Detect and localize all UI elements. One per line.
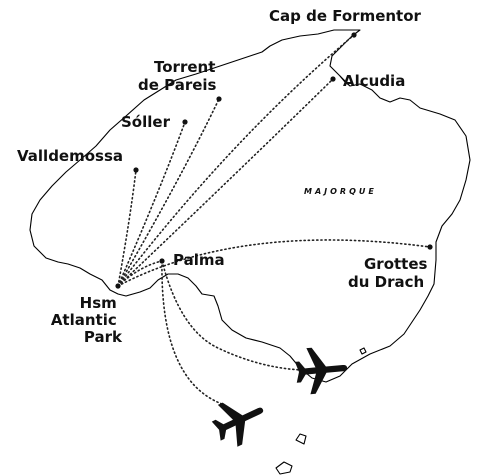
route-palma-to-plane-east	[161, 260, 303, 371]
alcudia-cape	[339, 75, 351, 87]
label-line: Hsm	[80, 294, 117, 312]
route-to-alcudia	[117, 78, 334, 287]
label-valldemossa: Valldemossa	[17, 147, 123, 165]
islet	[295, 433, 307, 445]
islet	[359, 347, 367, 355]
airplane-icon	[211, 402, 264, 447]
label-soller: Sóller	[121, 113, 171, 131]
route-to-palma	[117, 260, 163, 287]
marker-alcudia	[330, 76, 336, 82]
airplane-icon	[294, 347, 348, 395]
label-grottes-du-drach: Grottes du Drach	[348, 255, 433, 291]
islet	[275, 461, 293, 475]
label-line: Park	[84, 328, 123, 346]
route-to-cap-de-formentor	[117, 34, 355, 287]
route-palma-to-airport	[161, 260, 223, 405]
label-palma: Palma	[173, 251, 225, 269]
label-line: Alcudia	[343, 72, 405, 90]
label-line: Grottes	[364, 255, 428, 273]
label-torrent-de-pareis: Torrent de Pareis	[138, 58, 221, 94]
marker-soller	[182, 119, 188, 125]
label-line: de Pareis	[138, 76, 217, 94]
route-to-grottes-du-drach	[117, 239, 431, 287]
label-line: Cap de Formentor	[269, 7, 422, 25]
label-cap-de-formentor: Cap de Formentor	[269, 7, 422, 25]
route-to-soller	[117, 121, 186, 287]
marker-valldemossa	[133, 167, 139, 173]
label-alcudia: Alcudia	[343, 72, 405, 90]
label-line: Sóller	[121, 113, 171, 131]
label-line: du Drach	[348, 273, 424, 291]
label-hotel: Hsm Atlantic Park	[51, 294, 123, 346]
majorca-coastline	[29, 29, 471, 383]
label-line: Atlantic	[51, 311, 117, 329]
region-label: MAJORQUE	[304, 187, 377, 196]
label-line: Valldemossa	[17, 147, 123, 165]
routes	[117, 34, 431, 405]
marker-palma	[159, 258, 165, 264]
marker-hotel	[115, 283, 121, 289]
place-markers	[115, 32, 433, 289]
marker-grottes-du-drach	[427, 244, 433, 250]
route-to-valldemossa	[117, 169, 137, 287]
route-to-torrent-de-pareis	[117, 98, 220, 287]
label-line: Palma	[173, 251, 225, 269]
marker-cap-de-formentor	[351, 32, 357, 38]
marker-torrent-de-pareis	[216, 96, 222, 102]
label-line: Torrent	[154, 58, 215, 76]
